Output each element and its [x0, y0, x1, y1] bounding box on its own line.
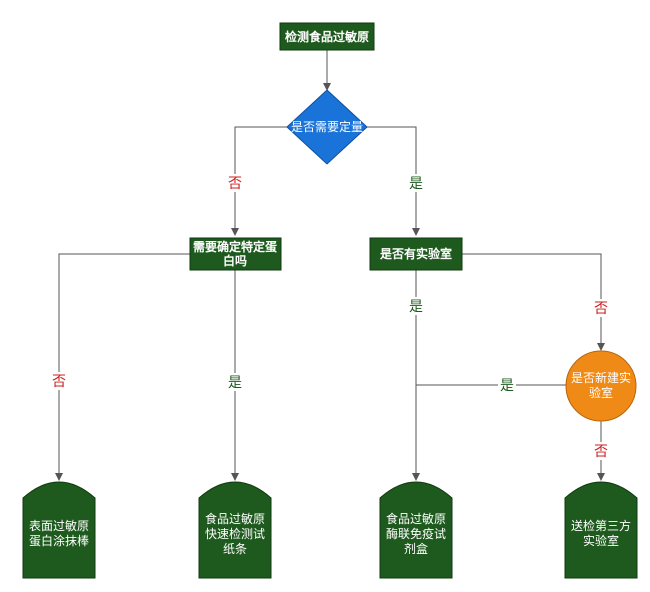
label-lab-no: 否 — [594, 301, 608, 317]
decision-specific-box — [189, 237, 282, 271]
label-specific-yes: 是 — [228, 375, 242, 391]
decision-specific-label-2: 白吗 — [223, 253, 247, 268]
end3-shape — [379, 481, 453, 579]
decision-quantify-label: 是否需要定量 — [291, 119, 363, 134]
end2-label-1: 食品过敏原 — [205, 511, 265, 526]
decision-new-lab: 是否新建实 验室 — [565, 350, 637, 422]
end2-label-3: 纸条 — [223, 542, 247, 556]
decision-quantify-diamond — [286, 89, 368, 165]
decision-newlab-label-1: 是否新建实 — [571, 370, 631, 385]
edge-specific-no — [55, 253, 190, 481]
end3-label-2: 酶联免疫试 — [386, 526, 446, 541]
label-quant-no: 否 — [228, 176, 242, 192]
end4-label-2: 实验室 — [583, 533, 619, 548]
edge-lab-no — [462, 253, 605, 351]
end-node-surface-swab: 表面过敏原 蛋白涂抹棒 — [22, 481, 96, 579]
end3-label-3: 剂盒 — [404, 541, 428, 556]
decision-lab-label: 是否有实验室 — [379, 246, 452, 261]
end2-shape — [198, 481, 272, 579]
end1-label-1: 表面过敏原 — [29, 518, 89, 533]
decision-quantify: 是否需要定量 — [286, 89, 368, 165]
end1-label-2: 蛋白涂抹棒 — [29, 533, 89, 548]
decision-has-lab: 是否有实验室 — [369, 237, 463, 271]
start-node: 检测食品过敏原 — [279, 22, 375, 51]
decision-newlab-circle — [565, 350, 637, 422]
decision-specific-protein: 需要确定特定蛋 白吗 — [189, 237, 282, 271]
edge-labels: 否 是 否 是 是 否 是 否 — [50, 174, 610, 460]
end-node-third-party-lab: 送检第三方 实验室 — [564, 481, 638, 579]
decision-specific-label-1: 需要确定特定蛋 — [193, 239, 277, 254]
label-newlab-no: 否 — [594, 444, 608, 460]
end4-shape — [564, 481, 638, 579]
start-label: 检测食品过敏原 — [285, 29, 369, 44]
decision-newlab-label-2: 验室 — [589, 385, 613, 400]
end-node-elisa-kit: 食品过敏原 酶联免疫试 剂盒 — [379, 481, 453, 579]
label-newlab-yes: 是 — [500, 378, 514, 394]
end1-shape — [22, 481, 96, 579]
end4-label-1: 送检第三方 — [571, 518, 631, 533]
edge-quant-yes — [367, 126, 420, 236]
end2-label-2: 快速检测试 — [205, 526, 265, 541]
label-quant-yes: 是 — [409, 176, 423, 192]
decision-lab-box — [369, 237, 463, 271]
start-box — [279, 22, 375, 51]
label-specific-no: 否 — [52, 374, 66, 390]
end3-label-1: 食品过敏原 — [386, 511, 446, 526]
end-node-test-strip: 食品过敏原 快速检测试 纸条 — [198, 481, 272, 579]
label-lab-yes: 是 — [409, 299, 423, 315]
edge-quant-no — [231, 126, 287, 236]
